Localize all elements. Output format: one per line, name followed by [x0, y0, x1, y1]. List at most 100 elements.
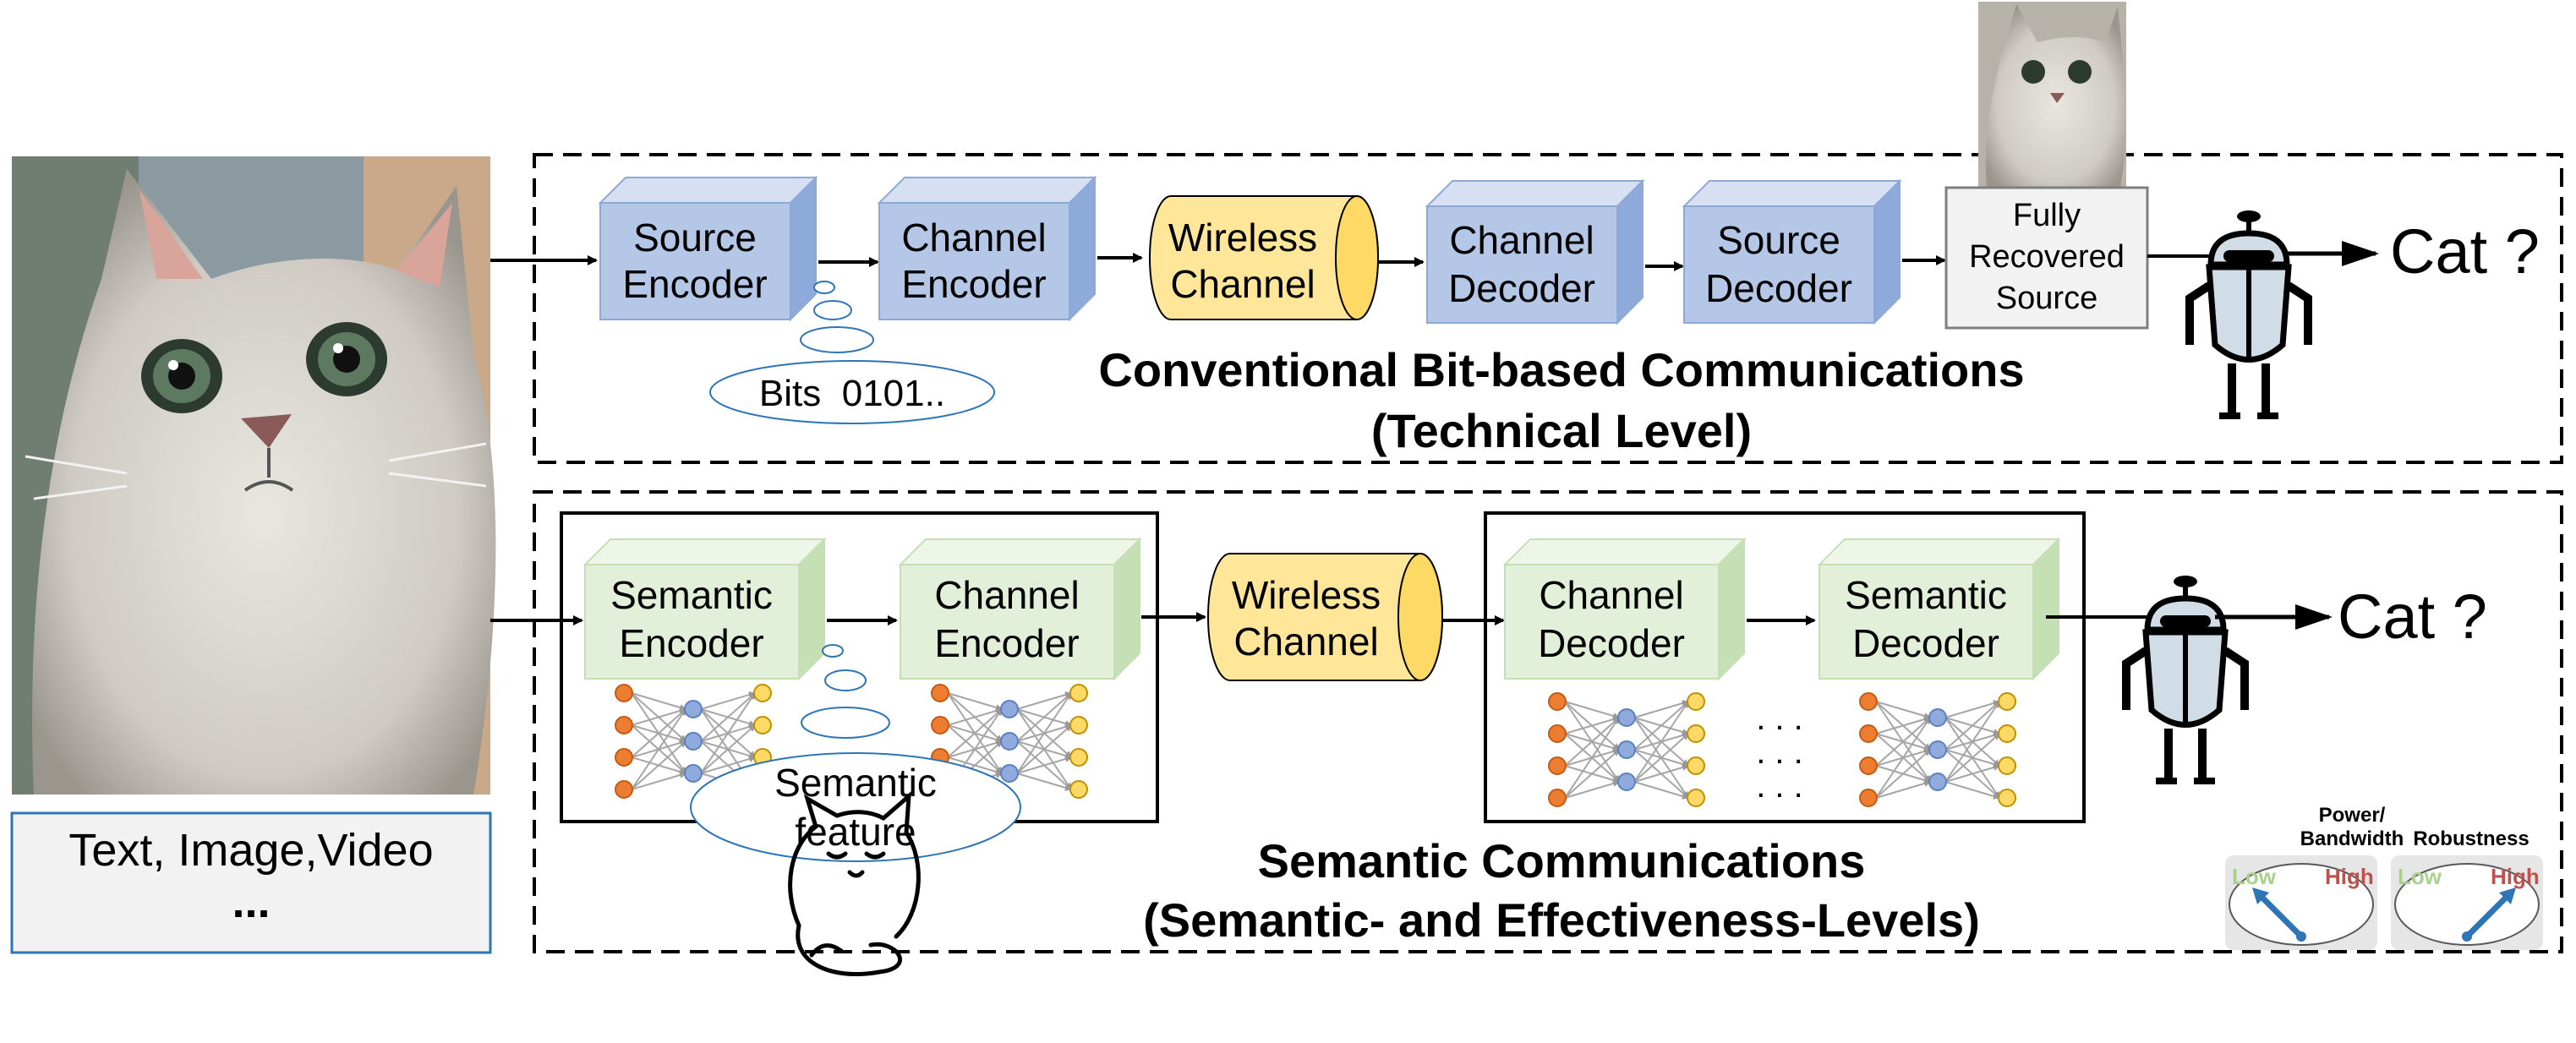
conv-channel-encoder-line2: Encoder	[901, 262, 1046, 306]
conv-channel-encoder-block: Channel Encoder	[877, 175, 1097, 322]
semantic-feature-line2: feature	[795, 810, 916, 854]
conventional-section-border	[533, 153, 2563, 464]
neural-network-icon	[931, 684, 1088, 799]
neuron-node	[1998, 756, 2016, 775]
conv-channel-decoder-line2: Decoder	[1448, 266, 1595, 310]
neuron-node	[1617, 740, 1636, 759]
sem-channel-decoder-line1: Channel	[1539, 573, 1683, 617]
sem-channel-encoder-line1: Channel	[934, 573, 1079, 617]
semantic-decoder-block: Semantic Decoder	[1817, 537, 2061, 681]
bits-label: Bits 0101..	[759, 373, 945, 414]
conventional-title-line2: (Technical Level)	[1371, 404, 1752, 457]
neuron-node	[684, 700, 703, 718]
conv-channel-decoder-line1: Channel	[1449, 218, 1594, 262]
neuron-node	[1000, 764, 1019, 783]
sem-wireless-line1: Wireless	[1232, 573, 1381, 617]
source-encoder-line1: Source	[633, 216, 757, 259]
conv-wireless-line2: Channel	[1170, 262, 1315, 306]
neuron-node	[1928, 740, 1947, 759]
semantic-feature-line1: Semantic	[774, 761, 937, 805]
recovered-line2: Recovered	[1969, 239, 2125, 275]
recovered-cat-photo	[1978, 2, 2126, 188]
semantic-section-border	[533, 490, 2563, 953]
gauge-power-high: High	[2325, 864, 2374, 889]
neuron-node	[1687, 724, 1705, 743]
neuron-node	[615, 684, 633, 702]
neuron-node	[1000, 700, 1019, 718]
neural-network-icon	[1548, 692, 1705, 807]
neuron-node	[1687, 789, 1705, 807]
input-modality-line2: ...	[232, 876, 270, 927]
gauge-power-title1: Power/	[2319, 804, 2386, 827]
conv-wireless-channel-cylinder: Wireless Channel	[1149, 195, 1379, 320]
neuron-node	[1859, 692, 1878, 711]
robustness-gauge: Robustness Low High	[2391, 827, 2543, 950]
neuron-node	[615, 748, 633, 767]
bits-thought-bubble: Bits 0101..	[709, 281, 995, 424]
neuron-node	[1000, 732, 1019, 751]
semantic-title-line1: Semantic Communications	[1258, 834, 1866, 887]
neuron-node	[615, 780, 633, 799]
sem-channel-decoder-block: Channel Decoder	[1502, 537, 1747, 681]
neuron-node	[1617, 773, 1636, 791]
gauge-robustness-title: Robustness	[2413, 827, 2529, 850]
ellipsis-dots: . . . . . . . . .	[1756, 700, 1803, 805]
neuron-node	[1069, 684, 1088, 702]
neuron-node	[1069, 748, 1088, 767]
neuron-node	[1998, 692, 2016, 711]
conv-wireless-line1: Wireless	[1168, 216, 1317, 259]
sem-wireless-line2: Channel	[1233, 620, 1378, 663]
neuron-node	[1928, 773, 1947, 791]
sem-channel-encoder-block: Channel Encoder	[898, 537, 1142, 681]
neuron-node	[1687, 756, 1705, 775]
conventional-output-label: Cat ?	[2390, 216, 2540, 287]
fully-recovered-source-box: Fully Recovered Source	[1944, 186, 2149, 330]
semantic-encoder-line1: Semantic	[610, 573, 773, 617]
neuron-node	[1859, 756, 1878, 775]
neuron-node	[684, 732, 703, 751]
input-modality-box: Text, Image,Video ...	[10, 811, 492, 954]
source-decoder-line1: Source	[1717, 218, 1840, 262]
neuron-node	[1069, 716, 1088, 734]
cat-outline-icon	[788, 791, 921, 977]
neuron-node	[1998, 724, 2016, 743]
semantic-decoder-container	[1484, 511, 2086, 823]
semantic-title-line2: (Semantic- and Effectiveness-Levels)	[1143, 893, 1980, 947]
conventional-title-line1: Conventional Bit-based Communications	[1098, 343, 2024, 396]
conv-channel-encoder-line1: Channel	[901, 216, 1046, 259]
svg-text:. . .: . . .	[1756, 700, 1803, 737]
neuron-node	[753, 716, 772, 734]
gauge-robustness-high: High	[2491, 864, 2540, 889]
robot-icon	[2185, 210, 2312, 419]
neuron-node	[1069, 780, 1088, 799]
power-bandwidth-gauge: Power/ Bandwidth Low High	[2225, 804, 2404, 950]
neural-network-icon	[615, 684, 772, 799]
neuron-node	[1548, 756, 1567, 775]
semantic-decoder-line1: Semantic	[1845, 573, 2007, 617]
neuron-node	[1928, 708, 1947, 727]
neuron-node	[931, 684, 949, 702]
neural-network-icon	[1859, 692, 2016, 807]
conv-channel-decoder-block: Channel Decoder	[1425, 178, 1645, 325]
neuron-node	[1548, 789, 1567, 807]
sem-wireless-channel-cylinder: Wireless Channel	[1207, 553, 1443, 681]
neuron-node	[1859, 724, 1878, 743]
gauge-power-title2: Bandwidth	[2300, 827, 2404, 850]
neuron-node	[1859, 789, 1878, 807]
neuron-node	[1617, 708, 1636, 727]
svg-text:. . .: . . .	[1756, 767, 1803, 805]
svg-text:. . .: . . .	[1756, 734, 1803, 771]
robot-icon	[2122, 576, 2249, 784]
input-modality-line1: Text, Image,Video	[68, 825, 433, 876]
neuron-node	[615, 716, 633, 734]
neuron-node	[753, 684, 772, 702]
semantic-decoder-line2: Decoder	[1852, 621, 1999, 665]
input-cat-photo	[12, 156, 496, 795]
sem-channel-decoder-line2: Decoder	[1538, 621, 1685, 665]
neuron-node	[931, 716, 949, 734]
semantic-output-label: Cat ?	[2338, 582, 2487, 652]
recovered-line3: Source	[1996, 281, 2097, 316]
recovered-line1: Fully	[2013, 198, 2081, 233]
semantic-encoder-block: Semantic Encoder	[582, 537, 827, 681]
